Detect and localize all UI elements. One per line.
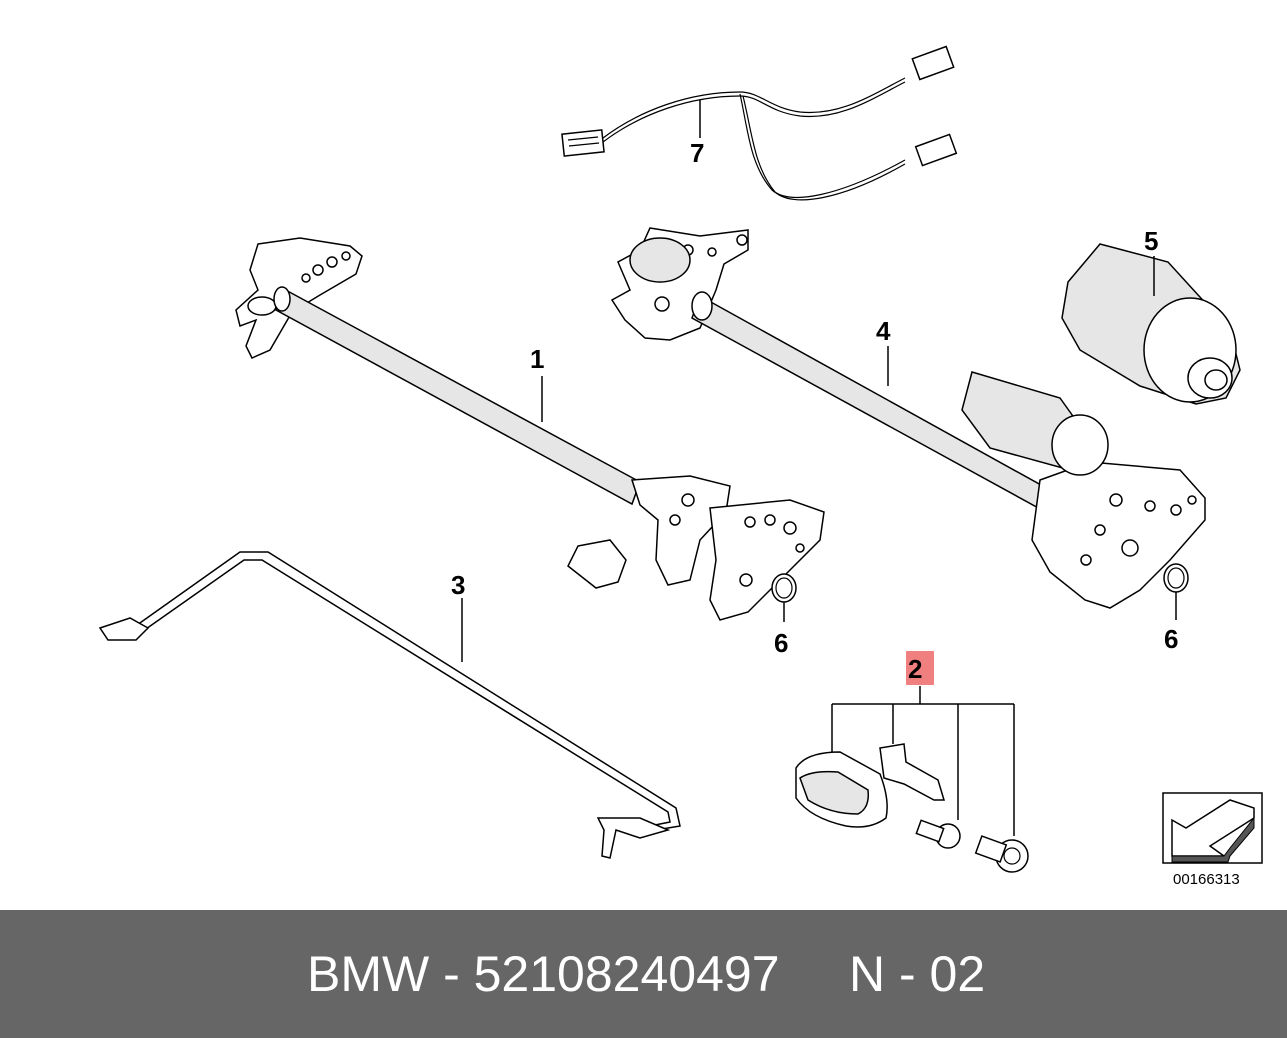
callout-2: 2	[908, 654, 922, 684]
wiring-harness-part-7	[561, 45, 958, 201]
footer-bar: BMW - 52108240497 N - 02	[0, 910, 1287, 1038]
part-number-label: BMW - 52108240497 N - 02	[307, 946, 986, 1002]
bowden-rod-part-3	[98, 551, 681, 859]
callout-6-left: 6	[774, 628, 788, 658]
seat-rail-shaft-part-1	[235, 237, 825, 621]
retaining-ring-part-6-right	[1163, 563, 1189, 620]
retaining-ring-part-6-left	[771, 573, 797, 622]
callout-4: 4	[876, 316, 891, 346]
exploded-parts-diagram: 7 1 6	[98, 45, 1263, 888]
callout-5: 5	[1144, 226, 1158, 256]
callout-7: 7	[690, 138, 704, 168]
callout-6-right: 6	[1164, 624, 1178, 654]
callout-1: 1	[530, 344, 544, 374]
reference-number: 00166313	[1173, 871, 1240, 888]
callout-3: 3	[451, 570, 465, 600]
drive-motor-part-5	[1061, 243, 1241, 405]
seat-rail-shaft-part-4	[610, 227, 1206, 609]
highlight-box	[906, 651, 934, 685]
orientation-arrow-icon	[1162, 792, 1263, 864]
cover-kit-part-2	[795, 651, 1029, 873]
